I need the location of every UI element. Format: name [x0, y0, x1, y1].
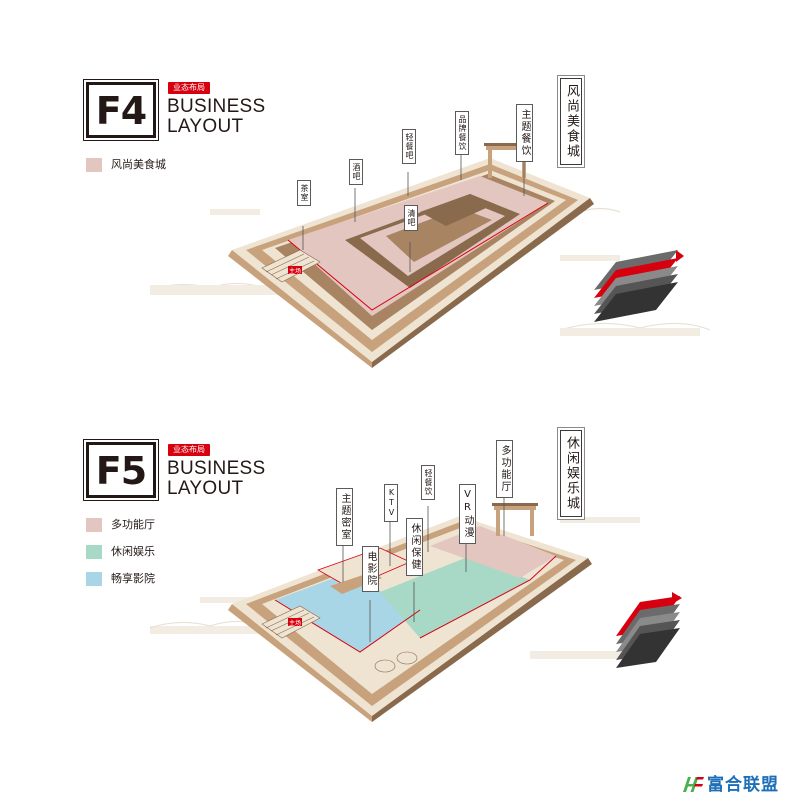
zone-label-ktv: KTV: [384, 484, 398, 522]
archway-gate: [492, 503, 538, 536]
f5-floor-badge: F5: [83, 439, 159, 501]
f4-floor-badge: F4: [83, 79, 159, 141]
zone-label-wellness: 休闲保健: [406, 518, 423, 576]
floor-title-vertical: 休闲娱乐城: [560, 430, 582, 517]
zone-label-bar: 酒吧: [349, 159, 363, 185]
floor-stack-icon: [594, 250, 684, 322]
red-boundary: [419, 555, 557, 639]
f4-layout-tag: 业态布局: [168, 82, 210, 94]
f5-floor-code: F5: [95, 449, 147, 493]
label-poles: [302, 150, 525, 272]
inner-void: [386, 208, 492, 262]
legend-label: 多功能厅: [111, 518, 155, 531]
zone-label-light-dining: 轻餐吧: [402, 129, 416, 164]
f4-title-line2: LAYOUT: [167, 116, 244, 137]
zone-label-tea-room: 茶室: [297, 180, 311, 206]
f5-floor-plan: 主场: [149, 496, 682, 722]
f4-floor-plan: 主场: [149, 143, 711, 368]
base-right-face: [372, 558, 592, 722]
f5-section: F5 业态布局 BUSINESS LAYOUT 多功能厅 休闲娱乐 畅享影院: [0, 360, 800, 750]
legend-label: 畅享影院: [111, 572, 155, 585]
entrance-sign: [288, 266, 302, 274]
zone-label-lounge-bar: 清吧: [404, 205, 418, 231]
legend-label: 风尚美食城: [111, 158, 166, 171]
f4-section: F4 业态布局 BUSINESS LAYOUT 风尚美食城: [0, 0, 800, 390]
f4-title-line1: BUSINESS: [167, 96, 266, 117]
entrance-sign-text: 主场: [289, 267, 301, 275]
zone-label-multifunction-hall: 多功能厅: [496, 440, 513, 498]
zone-label-escape-room: 主题密室: [336, 488, 353, 546]
f5-layout-tag: 业态布局: [168, 444, 210, 456]
pavilions: [374, 651, 418, 673]
f4-floor-code: F4: [95, 89, 147, 133]
base-left-face: [228, 604, 372, 722]
legend-swatch-green: [86, 545, 102, 559]
base-left-face: [228, 250, 372, 368]
f5-title-line1: BUSINESS: [167, 458, 266, 479]
legend-swatch-blue: [86, 572, 102, 586]
f5-title-line2: LAYOUT: [167, 478, 244, 499]
hf-logo-icon: [683, 777, 704, 792]
green-zone-leisure: [380, 556, 530, 638]
legend-swatch-pink: [86, 158, 102, 172]
floor-stack-icon: [616, 592, 682, 668]
zone-label-vr-anime: VR动漫: [459, 484, 476, 544]
entrance-sign: [288, 618, 302, 626]
zone-label-light-dining: 轻餐饮: [421, 465, 435, 500]
base-right-face: [372, 198, 594, 368]
zone-label-cinema: 电影院: [362, 546, 379, 592]
entrance-sign-text: 主场: [289, 619, 301, 627]
brand-name: 富合联盟: [707, 775, 779, 795]
floor-title-vertical: 风尚美食城: [560, 78, 582, 165]
zone-label-brand-dining: 品牌餐饮: [455, 111, 469, 155]
legend-label: 休闲娱乐: [111, 545, 155, 558]
legend-swatch-pink: [86, 518, 102, 532]
inner-block: [420, 194, 495, 226]
zone-label-theme-dining: 主题餐饮: [516, 104, 533, 162]
